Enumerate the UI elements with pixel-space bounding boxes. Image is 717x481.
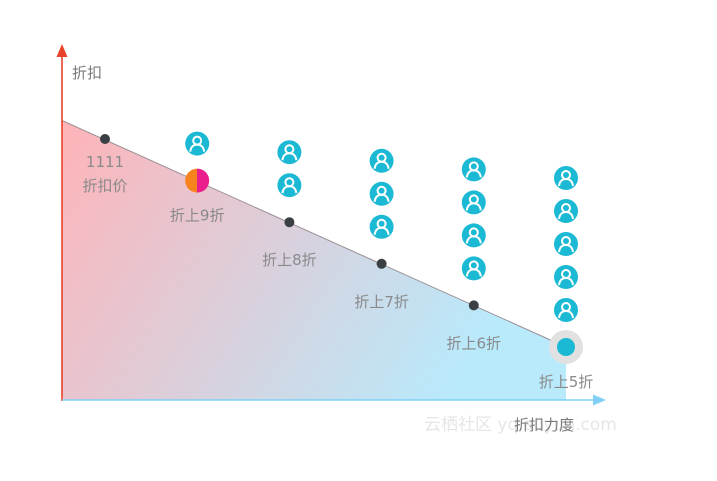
user-icon [185,131,210,156]
point-label: 折上9折 [170,207,225,225]
point-label: 折上6折 [447,334,502,352]
data-point-highlight [185,168,210,193]
user-icon [461,157,486,182]
point-label: 折上5折 [539,373,594,391]
user-icon [554,265,578,289]
user-icon [554,199,578,223]
point-label: 折扣价 [82,177,127,195]
user-icon [369,214,394,239]
user-icon [461,256,486,281]
data-point [468,300,479,311]
user-icon [554,298,578,322]
point-label: 折上8折 [262,251,317,269]
discount-area [62,120,566,400]
y-axis-arrow [56,44,68,57]
user-icon [277,173,302,198]
user-icon [461,190,486,215]
user-icon [461,223,486,248]
discount-line [61,120,567,348]
user-icon [554,166,578,190]
data-point [284,217,295,228]
x-axis-arrow [593,394,606,406]
price-value-label: 1111 [86,153,124,171]
data-point [376,258,387,269]
watermark: 云栖社区 yq.aliyun.com [424,415,617,435]
user-icon [369,148,394,173]
point-label: 折上7折 [354,293,409,311]
user-icon [554,232,578,256]
x-axis-label: 折扣力度 [514,416,574,434]
y-axis-label: 折扣 [72,64,102,82]
data-point [100,134,110,144]
user-icon [277,140,302,165]
data-point-end [557,338,575,356]
user-icon [369,181,394,206]
